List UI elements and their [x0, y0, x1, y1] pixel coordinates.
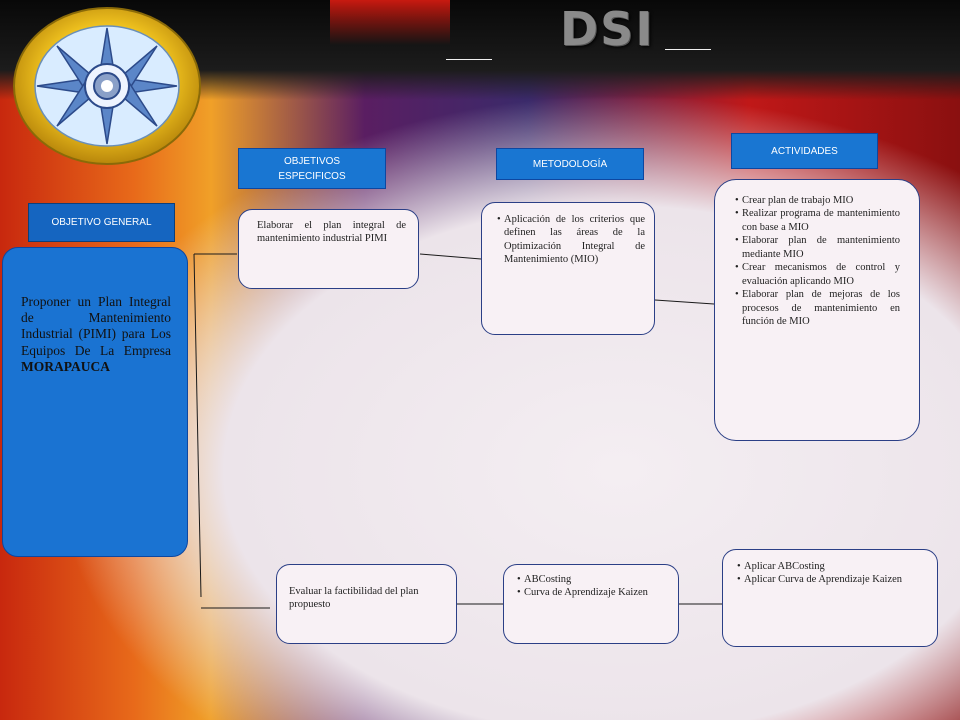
label-objetivo-general: OBJETIVO GENERAL [28, 203, 175, 242]
actividades-2-list: Aplicar ABCosting Aplicar Curva de Apren… [737, 560, 923, 587]
list-item: Elaborar plan de mejoras de los procesos… [735, 288, 900, 328]
objetivo-general-company: MORAPAUCA [21, 358, 110, 374]
header-accent [330, 0, 450, 45]
label-actividades-text: ACTIVIDADES [771, 145, 838, 157]
actividades-1-list: Crear plan de trabajo MIO Realizar progr… [735, 194, 900, 328]
list-item: Aplicar ABCosting [737, 560, 923, 574]
list-item: ABCosting [517, 573, 666, 587]
header-underline-right [665, 49, 711, 50]
list-item: Aplicar Curva de Aprendizaje Kaizen [737, 573, 923, 587]
metodologia-2-list: ABCosting Curva de Aprendizaje Kaizen [517, 573, 666, 600]
brand-title: DSI [560, 2, 655, 56]
list-item: Realizar programa de mantenimiento con b… [735, 207, 900, 234]
objetivo-especifico-1-text: Elaborar el plan integral de mantenimien… [257, 220, 406, 245]
company-logo-icon [13, 7, 201, 165]
objetivo-especifico-2-text: Evaluar la factibilidad del plan propues… [289, 586, 419, 611]
metodologia-1-list: Aplicación de los criterios que definen … [497, 213, 645, 267]
list-item: Elaborar plan de mantenimiento mediante … [735, 234, 900, 261]
connector-trunk [193, 253, 202, 598]
list-item: Crear mecanismos de control y evaluación… [735, 261, 900, 288]
objetivo-especifico-2-box: Evaluar la factibilidad del plan propues… [276, 564, 457, 644]
objetivo-general-box: Proponer un Plan Integral de Mantenimien… [2, 247, 188, 557]
label-objetivos-especificos-text: OBJETIVOS ESPECIFICOS [278, 155, 346, 182]
list-item: Crear plan de trabajo MIO [735, 194, 900, 208]
label-metodologia-text: METODOLOGÍA [532, 158, 608, 170]
header-underline-left [446, 59, 492, 60]
objetivo-general-text: Proponer un Plan Integral de Mantenimien… [21, 294, 171, 358]
actividades-1-box: Crear plan de trabajo MIO Realizar progr… [714, 179, 920, 441]
objetivo-especifico-1-box: Elaborar el plan integral de mantenimien… [238, 209, 419, 289]
actividades-2-box: Aplicar ABCosting Aplicar Curva de Apren… [722, 549, 938, 647]
list-item: Curva de Aprendizaje Kaizen [517, 586, 666, 600]
connector-row1-met-act [654, 299, 715, 305]
metodologia-2-box: ABCosting Curva de Aprendizaje Kaizen [503, 564, 679, 644]
label-objetivos-especificos: OBJETIVOS ESPECIFICOS [238, 148, 386, 189]
metodologia-1-box: Aplicación de los criterios que definen … [481, 202, 655, 335]
list-item: Aplicación de los criterios que definen … [497, 213, 645, 267]
connector-row1-obj-met [419, 253, 482, 260]
label-actividades: ACTIVIDADES [731, 133, 878, 169]
label-objetivo-general-text: OBJETIVO GENERAL [51, 217, 152, 228]
label-metodologia: METODOLOGÍA [496, 148, 644, 180]
